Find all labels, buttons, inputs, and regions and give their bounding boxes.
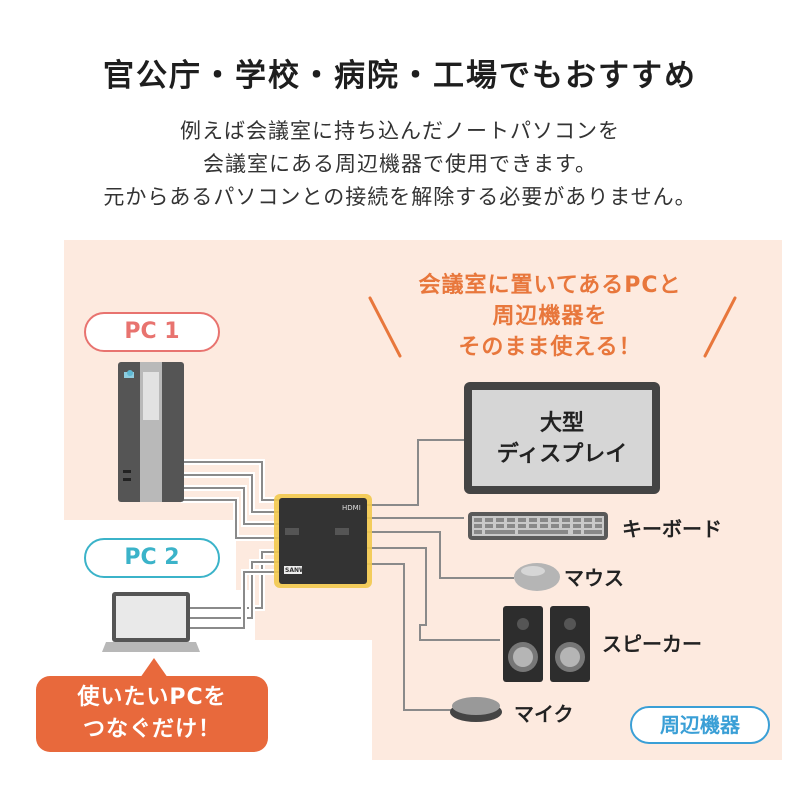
peripheral-cables xyxy=(365,439,514,711)
mouse xyxy=(514,563,560,591)
switch-brand-logo: SANWA xyxy=(285,567,310,574)
mouse-label: マウス xyxy=(564,566,624,590)
callout-pointer xyxy=(140,658,168,678)
headline: 会議室に置いてあるPCと 周辺機器を そのまま使える！ xyxy=(400,270,700,363)
monitor-label-line-1: 大型 xyxy=(539,411,584,436)
mic-label: マイク xyxy=(514,702,574,726)
headline-slash-left xyxy=(368,296,402,358)
pc2-label: PC 2 xyxy=(84,538,220,578)
pc2-cables xyxy=(188,549,280,631)
headline-line-3: そのまま使える！ xyxy=(458,335,642,360)
keyboard xyxy=(468,512,608,540)
keyboard-label: キーボード xyxy=(622,517,722,541)
monitor xyxy=(464,382,660,494)
pc1-cables xyxy=(181,459,280,541)
callout-bubble: 使いたいPCを つなぐだけ！ xyxy=(36,676,268,752)
monitor-label-line-2: ディスプレイ xyxy=(496,442,628,467)
peripherals-label: 周辺機器 xyxy=(630,706,770,744)
description-line-2: 会議室にある周辺機器で使用できます。 xyxy=(203,152,597,176)
callout-line-2: つなぐだけ！ xyxy=(82,717,221,742)
headline-line-2: 周辺機器を xyxy=(492,304,608,329)
headline-line-1: 会議室に置いてあるPCと xyxy=(418,273,682,298)
monitor-label: 大型 ディスプレイ xyxy=(472,408,652,470)
pc2-laptop xyxy=(102,592,200,652)
headline-slash-right xyxy=(703,296,737,358)
speaker-label: スピーカー xyxy=(602,632,702,656)
switch-port-label: HDMI xyxy=(342,504,361,512)
pc1-label: PC 1 xyxy=(84,312,220,352)
callout-line-1: 使いたいPCを xyxy=(77,685,227,710)
speakers xyxy=(503,606,590,682)
pc1-tower xyxy=(118,362,184,502)
description-line-1: 例えば会議室に持ち込んだノートパソコンを xyxy=(180,119,620,143)
description-line-3: 元からあるパソコンとの接続を解除する必要がありません。 xyxy=(103,185,697,209)
kvm-switch xyxy=(274,494,372,588)
page-title: 官公庁・学校・病院・工場でもおすすめ xyxy=(103,58,697,94)
microphone xyxy=(450,697,502,722)
